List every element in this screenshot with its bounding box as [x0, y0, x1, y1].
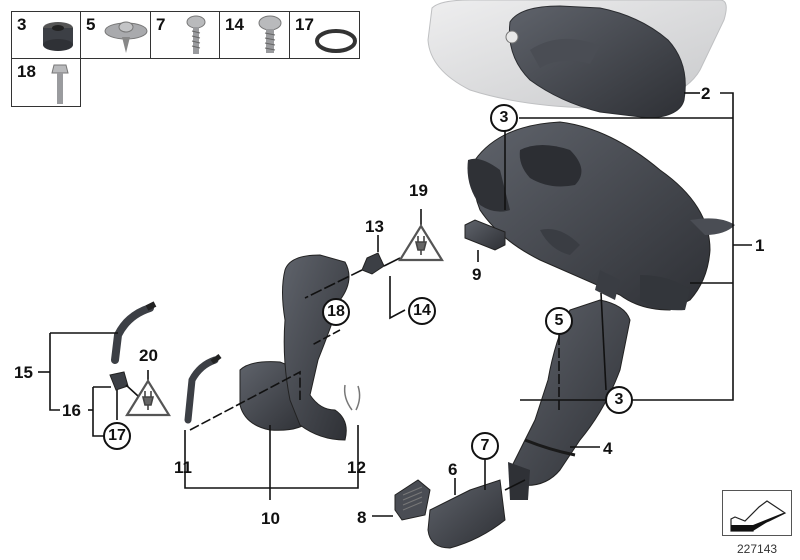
leader-lines — [38, 92, 752, 517]
sensor-13 — [361, 252, 385, 275]
callout-18[interactable]: 18 — [322, 298, 350, 326]
callout-8[interactable]: 8 — [357, 508, 367, 527]
self-tapping-screw-icon — [186, 15, 206, 54]
part-number: 3 — [17, 15, 27, 34]
callout-1[interactable]: 1 — [755, 236, 765, 255]
resonator-10 — [239, 254, 350, 441]
electrical-plug-warning-icon — [398, 223, 444, 262]
small-part-cell[interactable]: 14 — [219, 11, 290, 59]
callout-14[interactable]: 14 — [408, 297, 436, 325]
small-part-cell[interactable]: 18 — [11, 58, 81, 107]
part-number: 18 — [17, 62, 36, 81]
fillister-screw-icon — [258, 15, 282, 53]
hose-11 — [184, 354, 222, 424]
rubber-grommet-icon — [43, 22, 73, 51]
callout-15[interactable]: 15 — [14, 363, 33, 382]
callout-20[interactable]: 20 — [139, 346, 158, 365]
small-part-cell[interactable]: 3 — [11, 11, 81, 59]
air-duct-6 — [427, 479, 506, 549]
callout-3-top[interactable]: 3 — [490, 104, 518, 132]
arrow-back-icon — [730, 500, 787, 532]
callout-11[interactable]: 11 — [174, 458, 192, 477]
wire-clip-12 — [343, 384, 361, 411]
small-part-cell[interactable]: 17 — [289, 11, 360, 59]
callout-13[interactable]: 13 — [365, 217, 384, 236]
callout-5[interactable]: 5 — [545, 307, 573, 335]
hose-15 — [111, 301, 157, 364]
intake-duct-4 — [508, 299, 631, 500]
part-9-rubber-mount — [464, 219, 506, 251]
part-number: 17 — [295, 15, 314, 34]
back-navigation-button[interactable] — [722, 490, 792, 536]
part-number: 14 — [225, 15, 244, 34]
callout-6[interactable]: 6 — [448, 460, 458, 479]
sensor-16 — [109, 371, 129, 391]
part-number: 7 — [156, 15, 166, 34]
electrical-plug-warning-icon — [125, 378, 171, 417]
callout-19[interactable]: 19 — [409, 181, 428, 200]
small-part-cell[interactable]: 7 — [150, 11, 220, 59]
callout-7[interactable]: 7 — [471, 432, 499, 460]
washer-clip-icon — [104, 21, 148, 53]
intake-silencer-housing-1 — [467, 121, 735, 311]
part-number: 5 — [86, 15, 96, 34]
o-ring-icon — [315, 29, 357, 53]
callout-2[interactable]: 2 — [701, 84, 711, 103]
callout-10[interactable]: 10 — [261, 509, 280, 528]
hex-bolt-icon — [51, 64, 69, 104]
image-id: 227143 — [737, 542, 778, 556]
grille-8 — [394, 479, 431, 521]
callout-16[interactable]: 16 — [62, 401, 81, 420]
callout-17[interactable]: 17 — [103, 422, 131, 450]
callout-3-bottom[interactable]: 3 — [605, 386, 633, 414]
callout-9[interactable]: 9 — [472, 265, 482, 284]
callout-4[interactable]: 4 — [603, 439, 613, 458]
small-part-cell[interactable]: 5 — [80, 11, 151, 59]
callout-12[interactable]: 12 — [347, 458, 366, 477]
intake-silencer-cover-2 — [505, 5, 686, 119]
